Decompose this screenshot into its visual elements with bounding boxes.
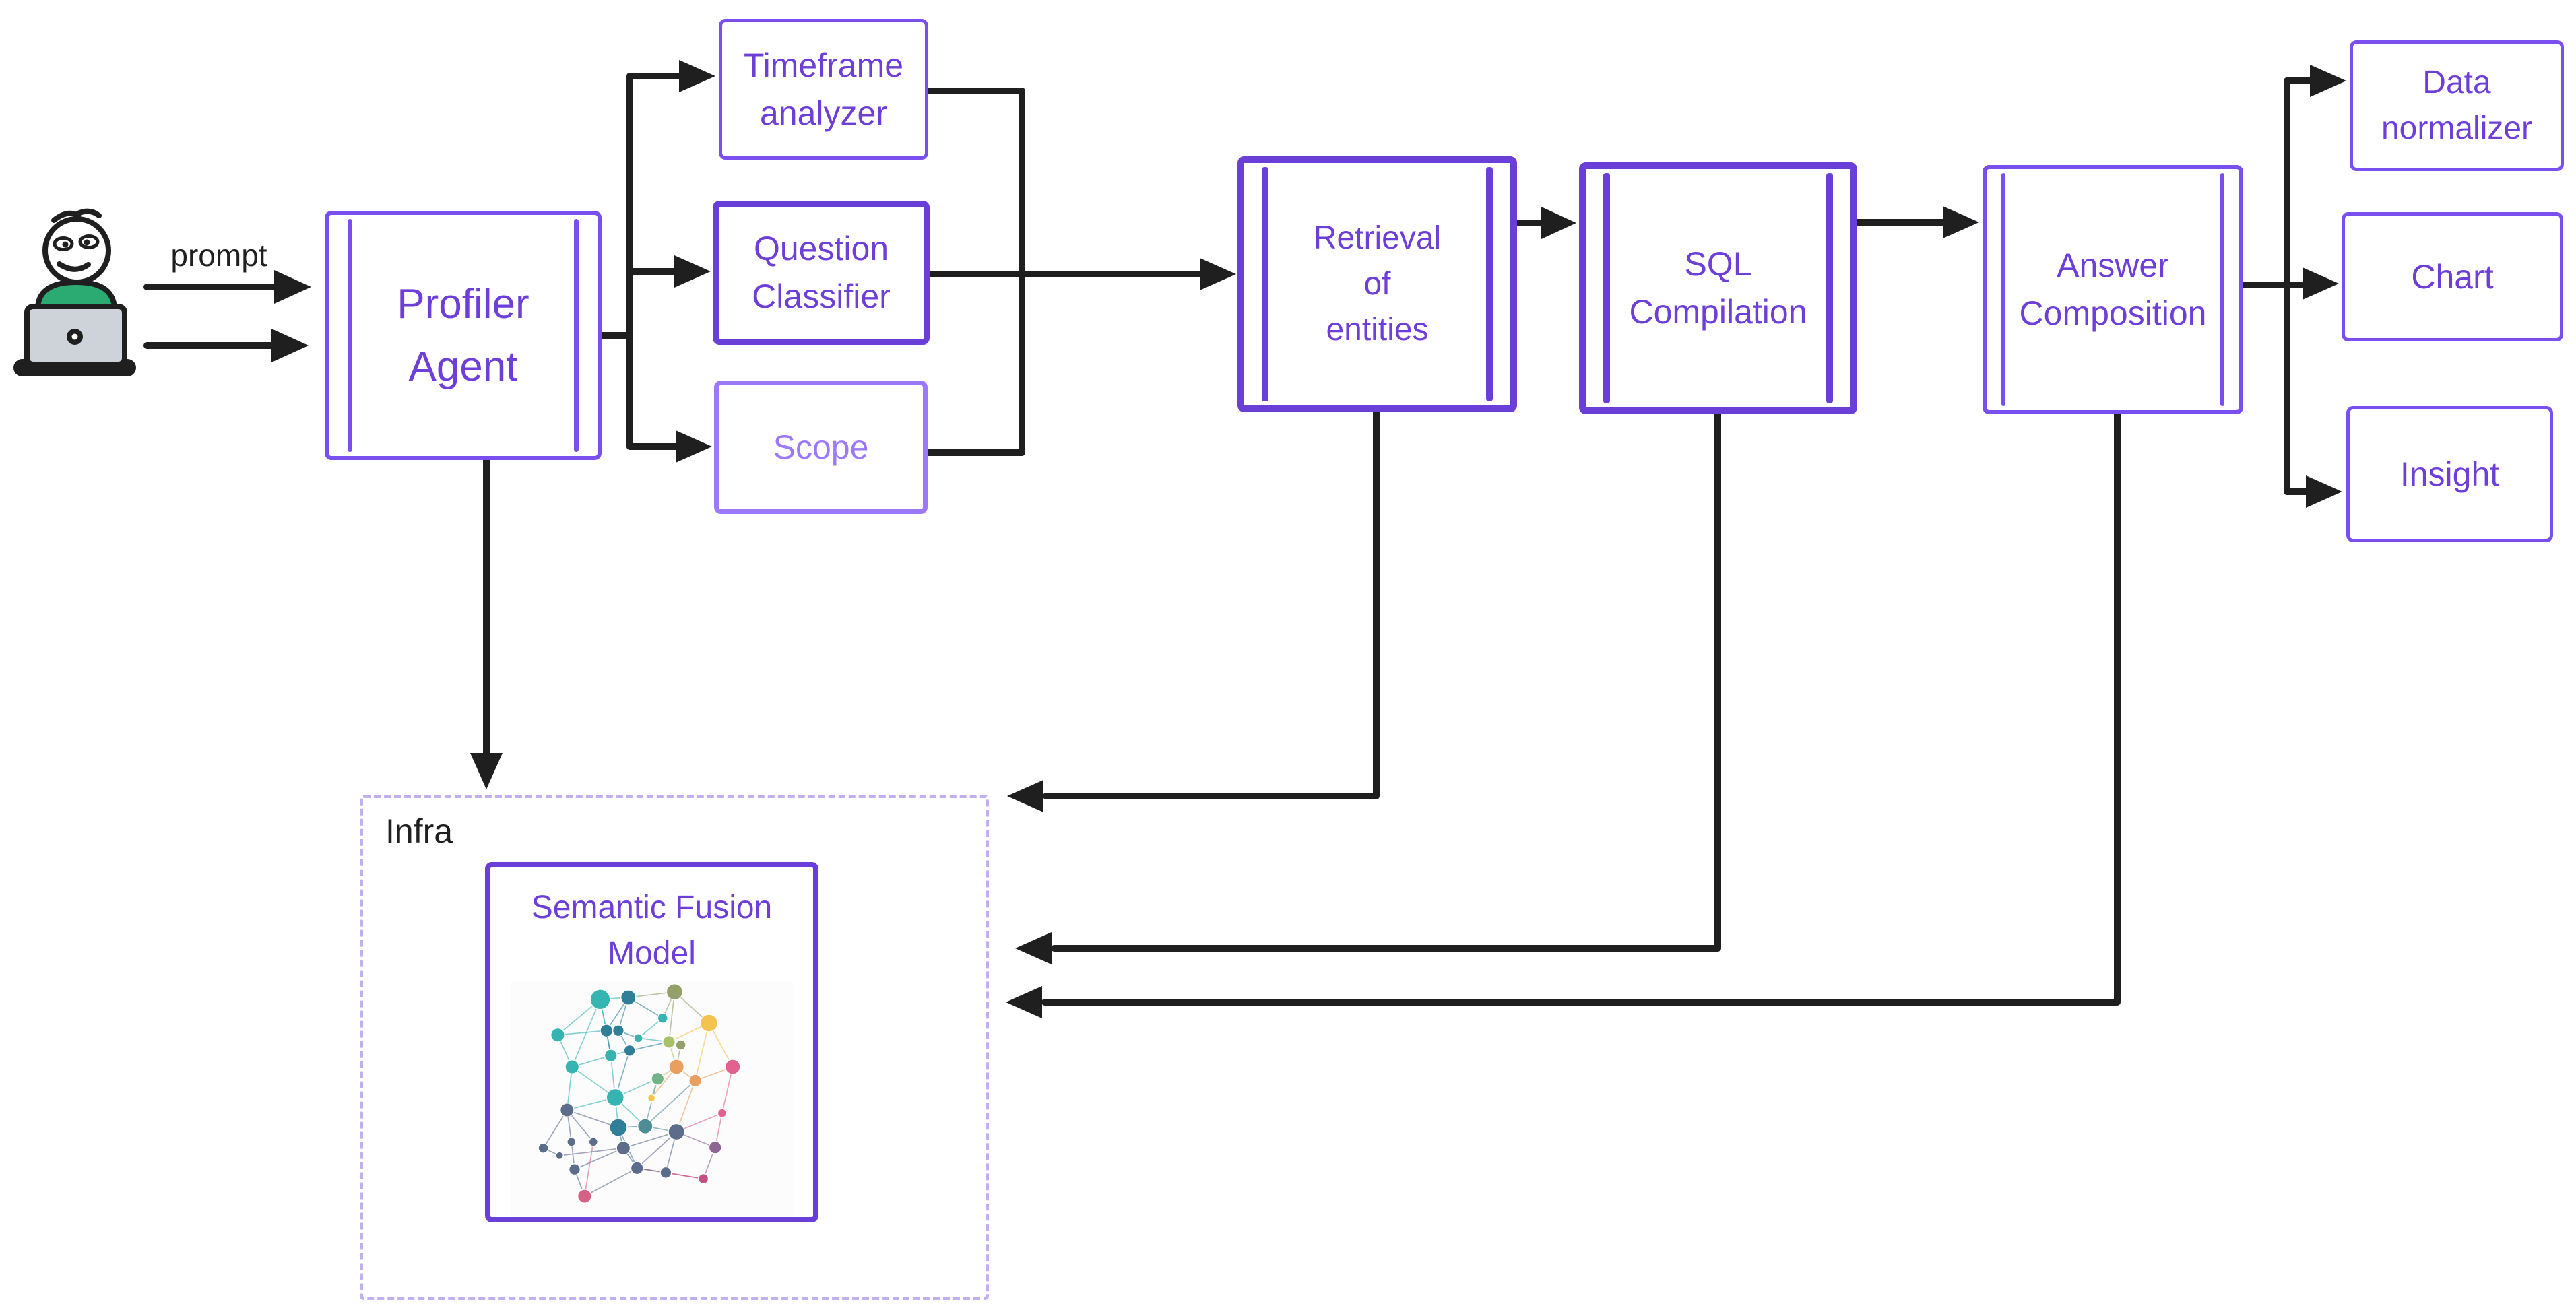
node-label-line: Chart bbox=[2411, 257, 2494, 296]
node-label-line: Retrieval bbox=[1313, 220, 1442, 256]
node-label-line: Agent bbox=[408, 343, 518, 390]
arrow-sql-to-infra bbox=[1051, 411, 1721, 952]
node-label-line: entities bbox=[1326, 312, 1429, 348]
infra-group-label: Infra bbox=[385, 812, 453, 850]
node-label-line: Data bbox=[2422, 64, 2491, 100]
person-at-laptop-icon bbox=[13, 208, 136, 376]
node-label-line: of bbox=[1363, 265, 1391, 302]
node-label-line: Model bbox=[608, 936, 696, 972]
infra-group-box: Infra bbox=[360, 795, 989, 1300]
node-label-line: Question bbox=[753, 230, 889, 267]
node-label-line: normalizer bbox=[2381, 110, 2533, 146]
node-chart: Chart bbox=[2342, 212, 2563, 341]
node-insight: Insight bbox=[2346, 406, 2553, 542]
wire-profiler-branch bbox=[598, 73, 685, 450]
node-label-line: SQL bbox=[1684, 245, 1752, 283]
arrowheads bbox=[271, 60, 2346, 1018]
node-label-line: Composition bbox=[2019, 294, 2207, 332]
node-sql-compilation: SQL Compilation bbox=[1579, 162, 1857, 414]
node-label-line: Timeframe bbox=[743, 46, 904, 84]
arrow-retrieval-to-infra bbox=[1043, 409, 1380, 799]
node-label-line: Answer bbox=[2057, 247, 2169, 284]
node-label-line: Insight bbox=[2400, 455, 2500, 493]
node-timeframe-analyzer: Timeframe analyzer bbox=[719, 19, 928, 160]
wire-classifier-collector bbox=[924, 88, 1206, 456]
node-label-line: Scope bbox=[773, 428, 869, 466]
node-scope: Scope bbox=[714, 381, 928, 514]
node-label-line: Classifier bbox=[752, 277, 891, 315]
wire-answer-branch bbox=[2240, 77, 2316, 495]
arrow-answer-to-infra bbox=[1041, 411, 2121, 1006]
node-data-normalizer: Data normalizer bbox=[2350, 40, 2564, 171]
prompt-label: prompt bbox=[170, 238, 267, 273]
node-label-line: Profiler bbox=[397, 281, 529, 327]
node-label-line: analyzer bbox=[760, 94, 887, 132]
node-retrieval-of-entities: Retrieval of entities bbox=[1237, 156, 1517, 412]
network-graph-illustration bbox=[510, 981, 794, 1217]
node-answer-composition: Answer Composition bbox=[1983, 165, 2243, 414]
node-question-classifier: Question Classifier bbox=[713, 201, 930, 345]
node-profiler-agent: Profiler Agent bbox=[325, 211, 602, 460]
node-label-line: Semantic Fusion bbox=[531, 890, 773, 925]
node-label-line: Compilation bbox=[1629, 293, 1807, 331]
node-semantic-fusion-model: Semantic Fusion Model bbox=[485, 862, 818, 1222]
